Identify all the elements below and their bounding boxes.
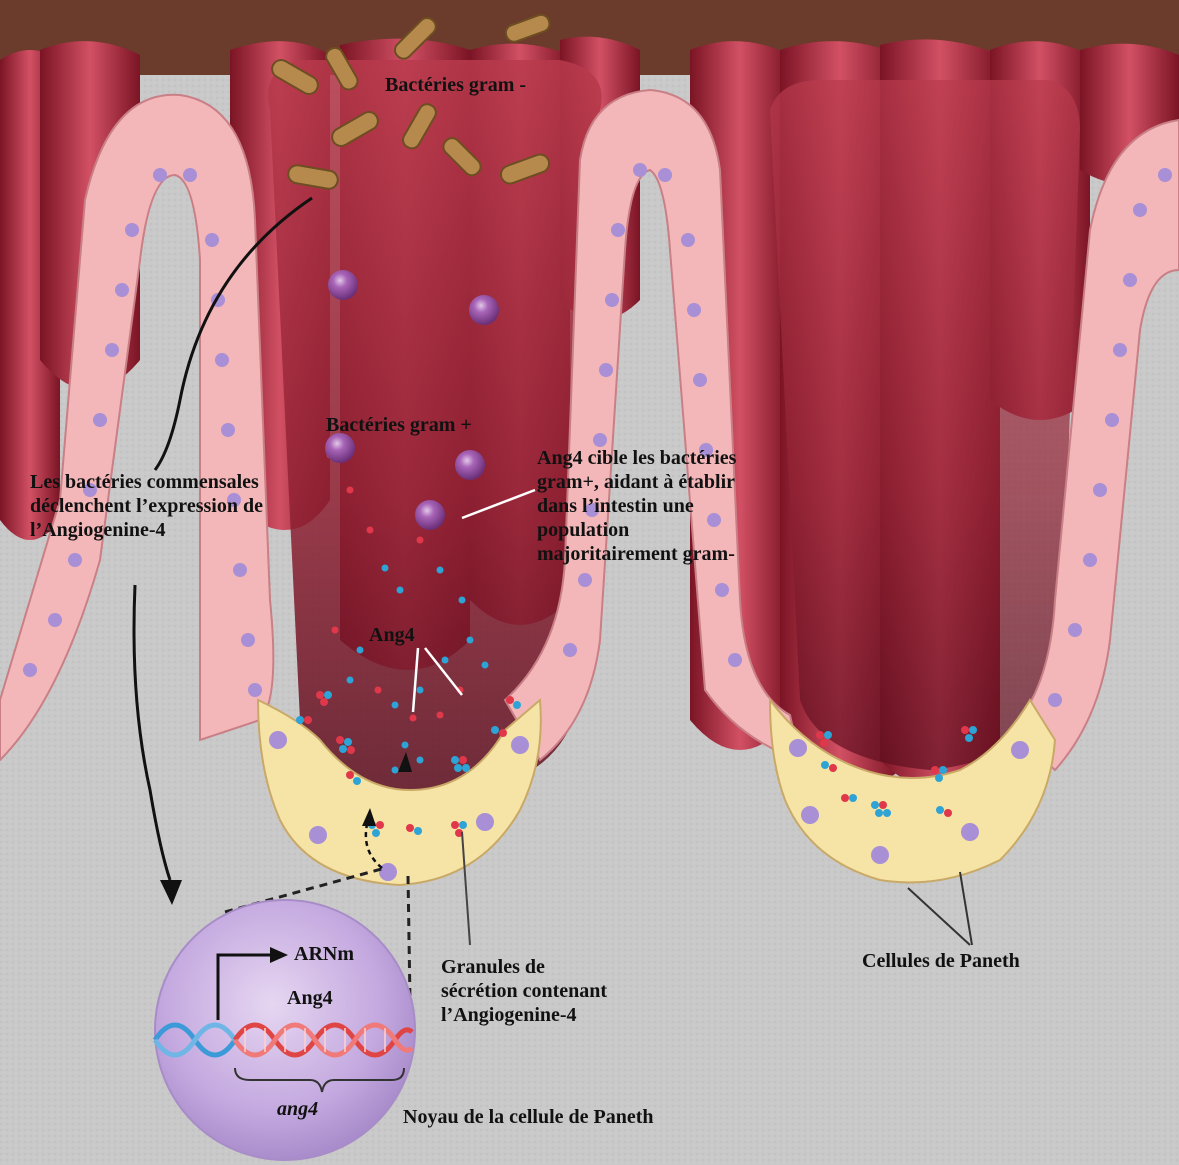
label-commensal: Les bactéries commensales déclenchent l’… [30, 470, 263, 542]
label-commensal-line-2: déclenchent l’expression de [30, 494, 263, 518]
crypt-lumen-right [770, 80, 1080, 770]
label-granules-line-1: Granules de [441, 955, 607, 979]
label-gene-ang4: ang4 [277, 1097, 318, 1121]
label-ang4-targets: Ang4 cible les bactéries gram+, aidant à… [537, 446, 736, 566]
label-ang4-targets-line-2: gram+, aidant à établir [537, 470, 736, 494]
label-arnm: ARNm [294, 942, 354, 966]
label-gram-positive: Bactéries gram + [326, 413, 472, 437]
label-paneth-nucleus: Noyau de la cellule de Paneth [403, 1105, 654, 1129]
label-ang4: Ang4 [369, 623, 415, 647]
label-gram-negative: Bactéries gram - [385, 73, 526, 97]
label-commensal-line-3: l’Angiogenine-4 [30, 518, 263, 542]
label-ang4-targets-line-1: Ang4 cible les bactéries [537, 446, 736, 470]
label-ang4-targets-line-5: majoritairement gram- [537, 542, 736, 566]
label-granules-line-2: sécrétion contenant [441, 979, 607, 1003]
label-granules: Granules de sécrétion contenant l’Angiog… [441, 955, 607, 1027]
label-ang4-targets-line-3: dans l’intestin une [537, 494, 736, 518]
label-paneth-cells: Cellules de Paneth [862, 949, 1020, 973]
label-ang4-targets-line-4: population [537, 518, 736, 542]
label-arnm-ang4: Ang4 [287, 986, 333, 1010]
label-commensal-line-1: Les bactéries commensales [30, 470, 263, 494]
label-granules-line-3: l’Angiogenine-4 [441, 1003, 607, 1027]
